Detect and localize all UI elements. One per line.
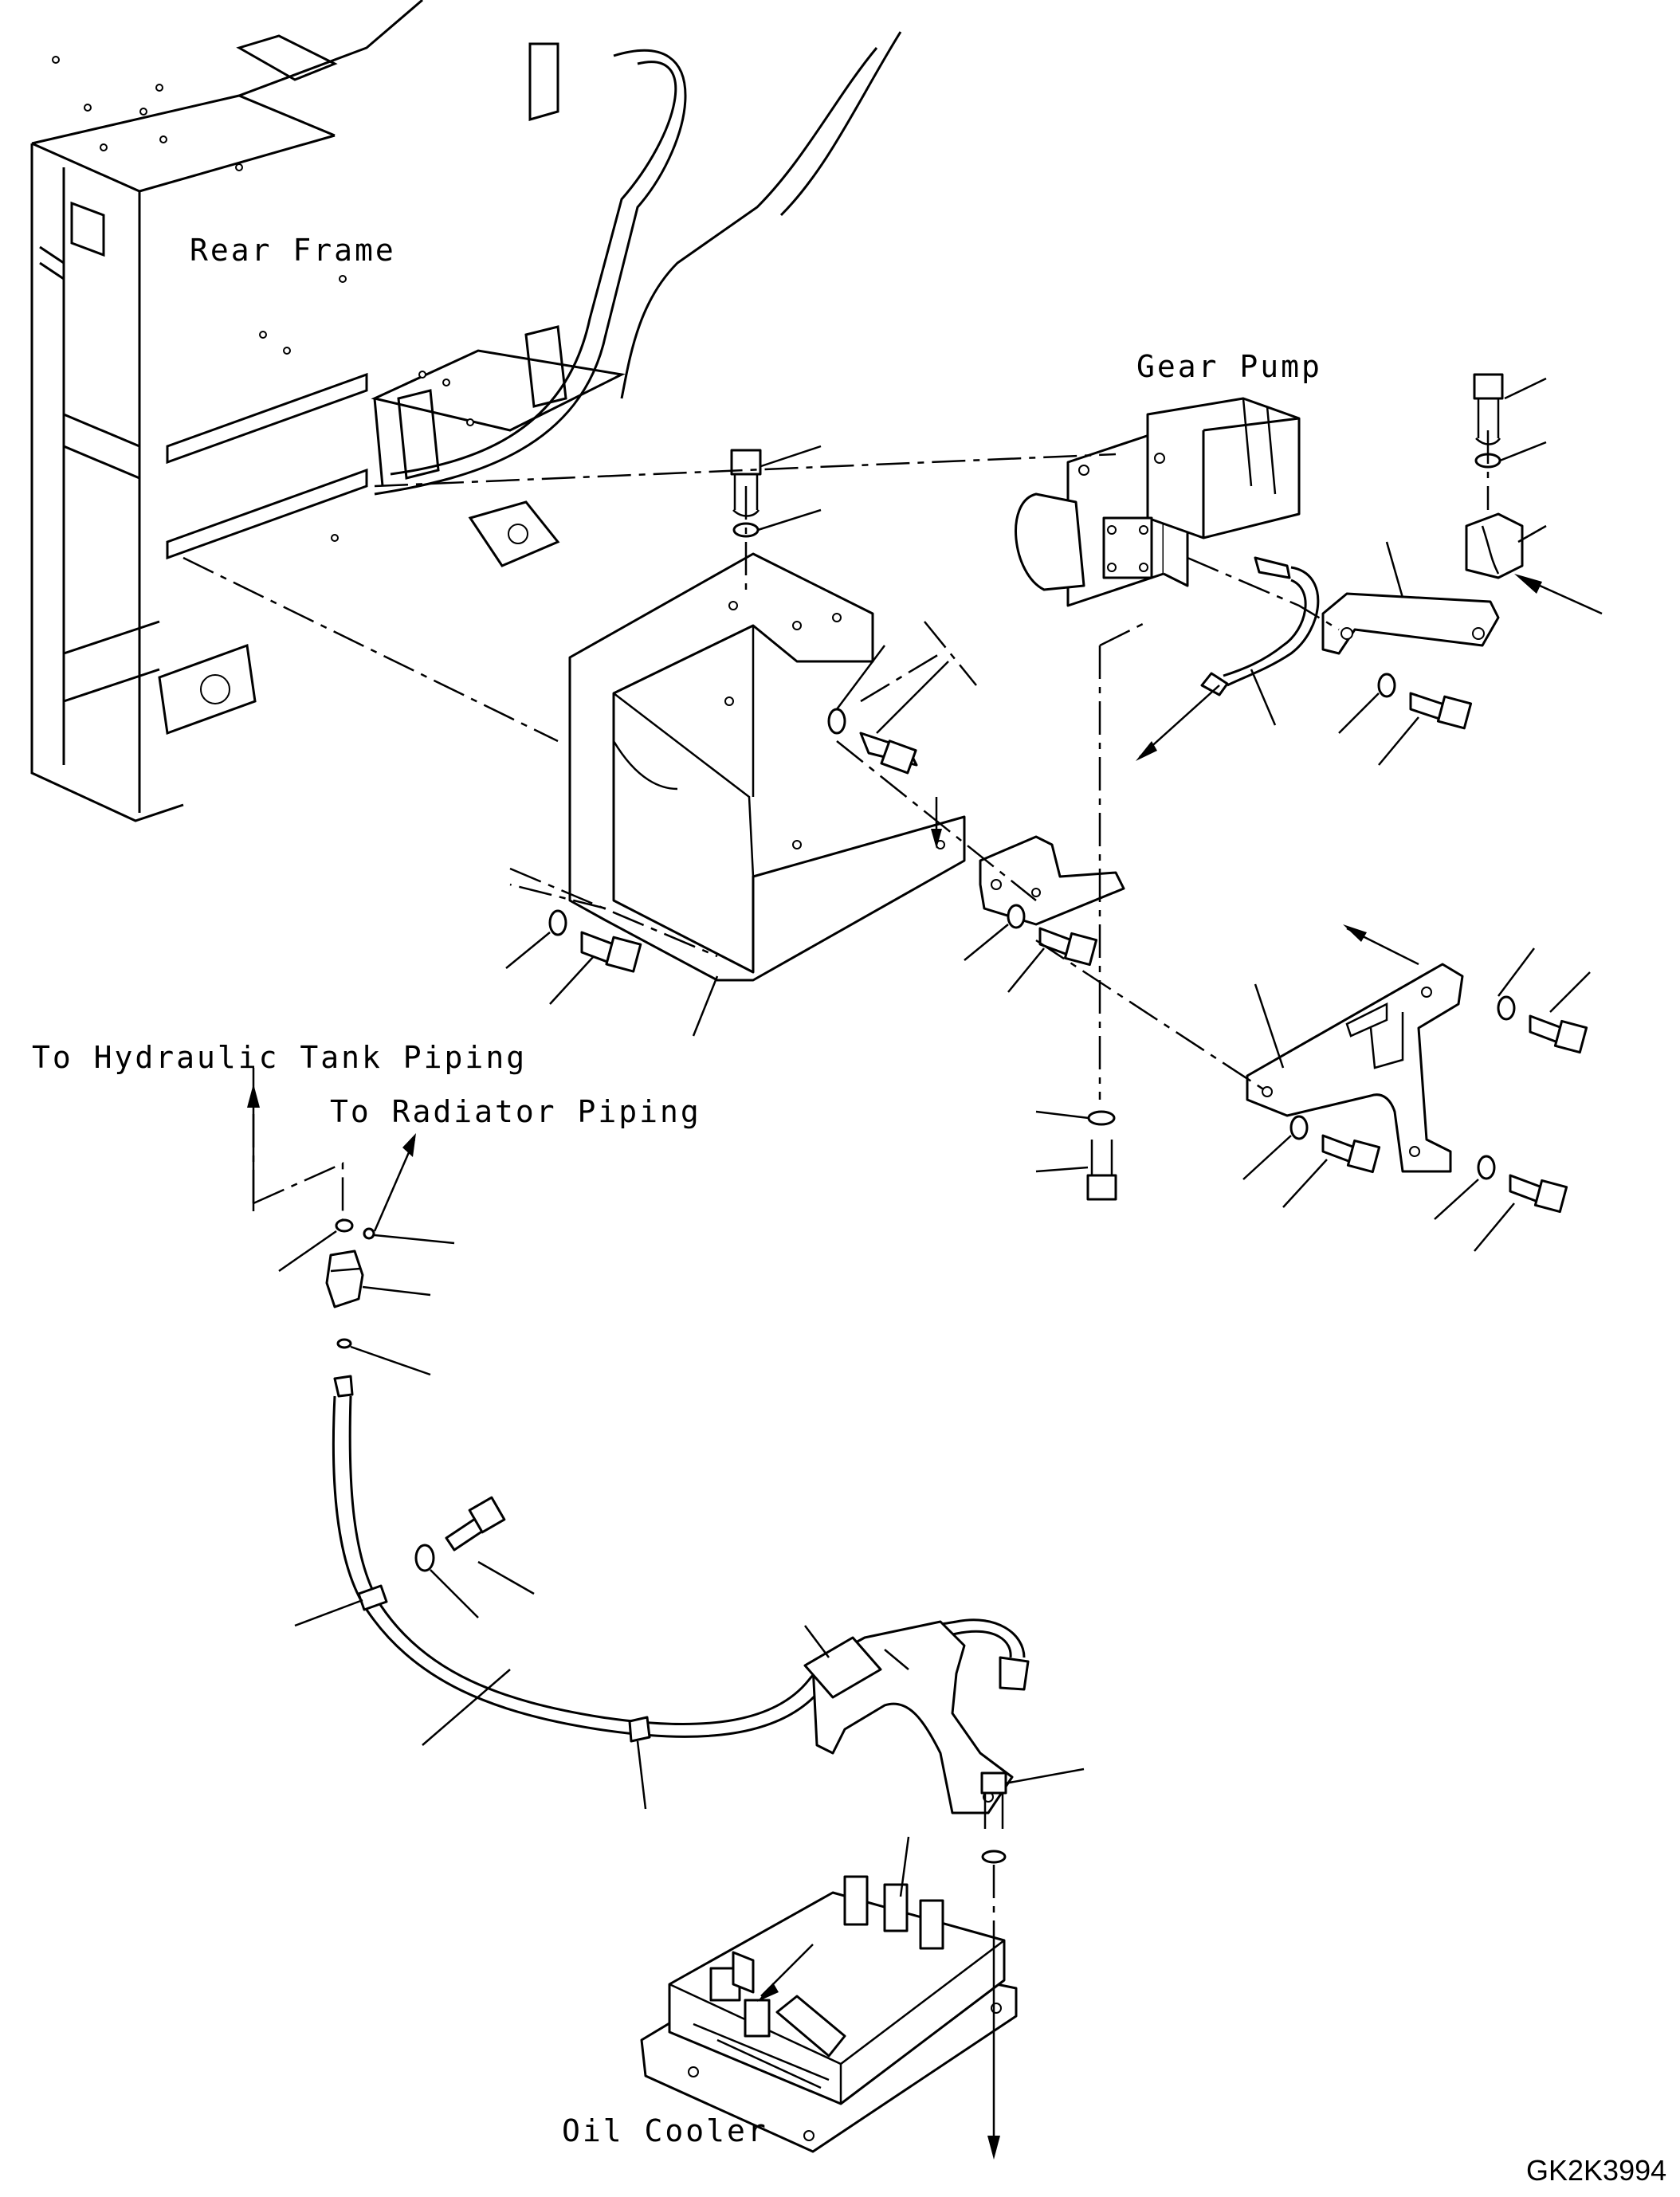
washer-bracket-top-right <box>1497 947 1535 1021</box>
washer-right-center <box>827 645 885 735</box>
bolt-hose-clamp <box>445 1496 535 1595</box>
washer-bracket-left <box>1242 1115 1309 1180</box>
bolt-upper-right <box>1473 373 1547 445</box>
bolt-bracket-top-right <box>1529 971 1591 1054</box>
hose-clamp-cooler <box>803 1625 882 1699</box>
rear-frame <box>30 0 902 822</box>
oil-cooler <box>640 1836 1018 2153</box>
hose-clamp-upper <box>294 1584 388 1627</box>
o-ring-upper <box>278 1218 354 1273</box>
elbow-fitting <box>325 1250 431 1308</box>
washer-pump-bracket <box>1338 673 1396 734</box>
tank-piping-route <box>247 1068 416 1232</box>
leader-bracket <box>692 975 719 1037</box>
pump-support-bracket <box>1321 541 1500 655</box>
bolt-pump-bracket <box>1378 692 1473 766</box>
drawing-code: GK2K3994 <box>1526 2154 1666 2187</box>
hose-clamp-lower <box>628 1716 651 1810</box>
label-to-hydraulic-tank-piping: To Hydraulic Tank Piping <box>32 1040 527 1075</box>
bolt-top-center <box>730 445 822 517</box>
label-rear-frame: Rear Frame <box>190 233 396 268</box>
clamp-upper-right <box>1465 512 1547 579</box>
assembly-centerlines <box>183 430 1490 1100</box>
bolt-cooler <box>980 1771 1007 1829</box>
label-gear-pump: Gear Pump <box>1136 349 1322 384</box>
cooler-hose <box>332 1375 1030 1746</box>
pump-outlet-hose <box>1200 556 1320 726</box>
gear-pump <box>1015 397 1301 607</box>
bolt-right-center <box>859 661 949 775</box>
washer-hose-clamp <box>414 1544 479 1618</box>
washer-upper-right <box>1474 441 1547 469</box>
bolt-bracket-left <box>1282 1134 1381 1208</box>
cooler-support-bracket <box>1246 963 1464 1173</box>
washer-bracket-right <box>1434 1155 1496 1220</box>
washer-small-plate <box>964 904 1026 961</box>
cooler-drain-arrow <box>987 1865 1000 2160</box>
washer-cooler <box>981 1850 1007 1864</box>
label-oil-cooler: Oil Cooler <box>562 2113 768 2148</box>
pump-mounting-bracket <box>568 552 966 982</box>
bolt-bracket-right <box>1474 1174 1568 1252</box>
label-to-radiator-piping: To Radiator Piping <box>330 1094 701 1129</box>
bolt-lower-center <box>1035 1140 1117 1201</box>
o-ring-lower <box>336 1338 431 1376</box>
washer-top-center <box>732 508 822 538</box>
washer-lower-center <box>1035 1110 1116 1126</box>
o-ring-side <box>363 1227 455 1245</box>
bolt-lower-left <box>549 931 642 1005</box>
direction-arrows <box>931 574 1603 966</box>
bolt-small-plate <box>1007 927 1098 993</box>
washer-lower-left <box>505 909 567 969</box>
small-mounting-plate <box>979 835 1125 926</box>
